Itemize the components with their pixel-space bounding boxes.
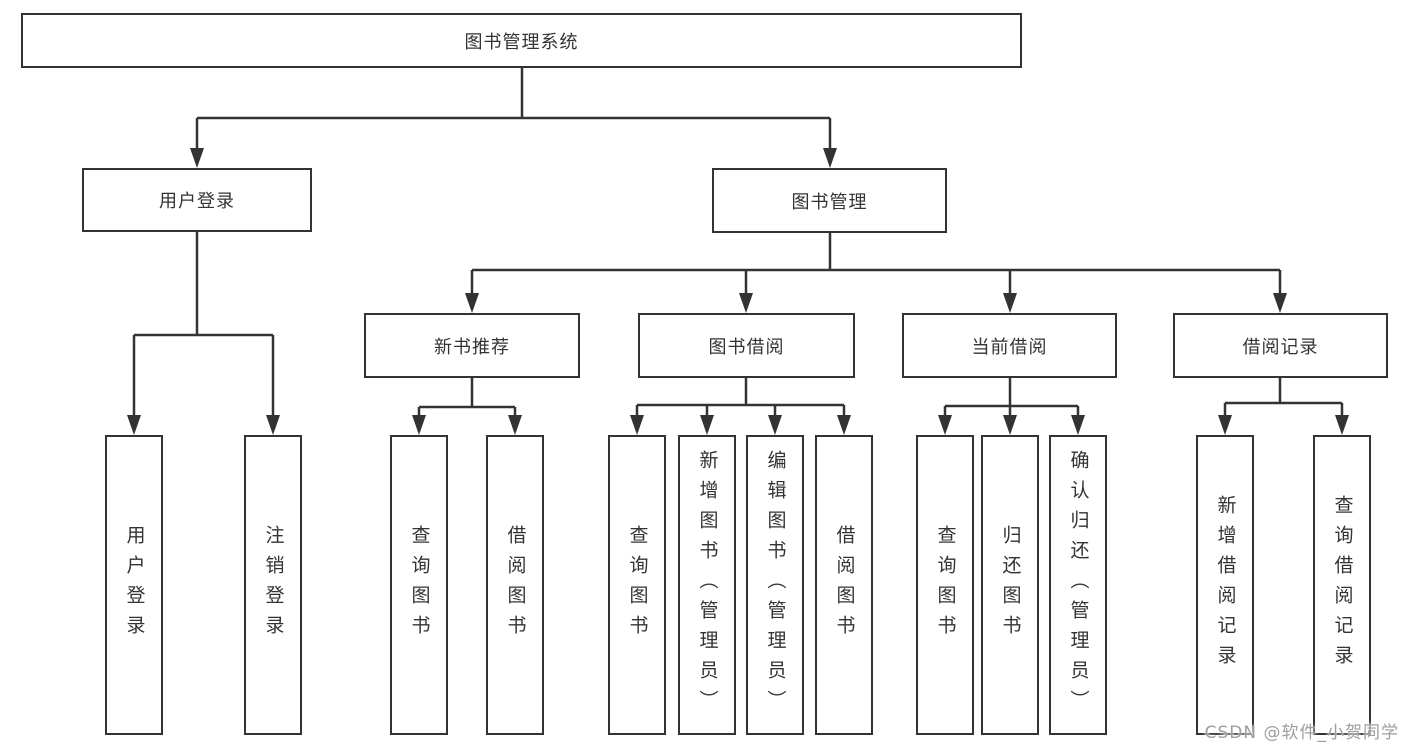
node-label: 用户登录 [123, 525, 146, 645]
leaf-borrow-books-1: 借阅图书 [486, 435, 544, 735]
node-label: 查询图书 [408, 525, 431, 645]
node-label: 归还图书 [999, 525, 1022, 645]
node-user-login: 用户登录 [82, 168, 312, 232]
node-label: 图书管理系统 [464, 31, 579, 53]
leaf-edit-books-admin: 编辑图书（管理员） [746, 435, 804, 735]
leaf-logout: 注销登录 [244, 435, 302, 735]
node-label: 用户登录 [159, 191, 235, 212]
node-label: 借阅图书 [833, 525, 856, 645]
node-label: 借阅图书 [504, 525, 527, 645]
node-new-book-recommendation: 新书推荐 [364, 313, 580, 378]
node-book-management: 图书管理 [712, 168, 947, 233]
node-library-management-system: 图书管理系统 [21, 13, 1022, 68]
leaf-user-login: 用户登录 [105, 435, 163, 735]
leaf-confirm-return-admin: 确认归还（管理员） [1049, 435, 1107, 735]
node-label: 图书借阅 [708, 336, 785, 358]
csdn-watermark: CSDN @软件_小贺同学 [1204, 723, 1399, 743]
leaf-borrow-books-2: 借阅图书 [815, 435, 873, 735]
leaf-query-books-1: 查询图书 [390, 435, 448, 735]
node-label: 查询借阅记录 [1331, 495, 1354, 675]
node-label: 注销登录 [262, 525, 285, 645]
leaf-return-books: 归还图书 [981, 435, 1039, 735]
node-label: 当前借阅 [971, 336, 1048, 358]
node-book-borrowing: 图书借阅 [638, 313, 855, 378]
node-label: 新增借阅记录 [1214, 495, 1237, 675]
node-label: 图书管理 [791, 191, 868, 213]
leaf-query-books-3: 查询图书 [916, 435, 974, 735]
node-label: 编辑图书（管理员） [764, 450, 787, 720]
node-current-borrowing: 当前借阅 [902, 313, 1117, 378]
node-label: 新书推荐 [434, 336, 510, 358]
leaf-query-books-2: 查询图书 [608, 435, 666, 735]
node-label: 借阅记录 [1242, 336, 1319, 358]
node-label: 查询图书 [934, 525, 957, 645]
leaf-add-borrow-record: 新增借阅记录 [1196, 435, 1254, 735]
leaf-add-books-admin: 新增图书（管理员） [678, 435, 736, 735]
node-borrowing-records: 借阅记录 [1173, 313, 1388, 378]
leaf-query-borrow-record: 查询借阅记录 [1313, 435, 1371, 735]
node-label: 查询图书 [626, 525, 649, 645]
node-label: 确认归还（管理员） [1067, 450, 1090, 720]
node-label: 新增图书（管理员） [696, 450, 719, 720]
